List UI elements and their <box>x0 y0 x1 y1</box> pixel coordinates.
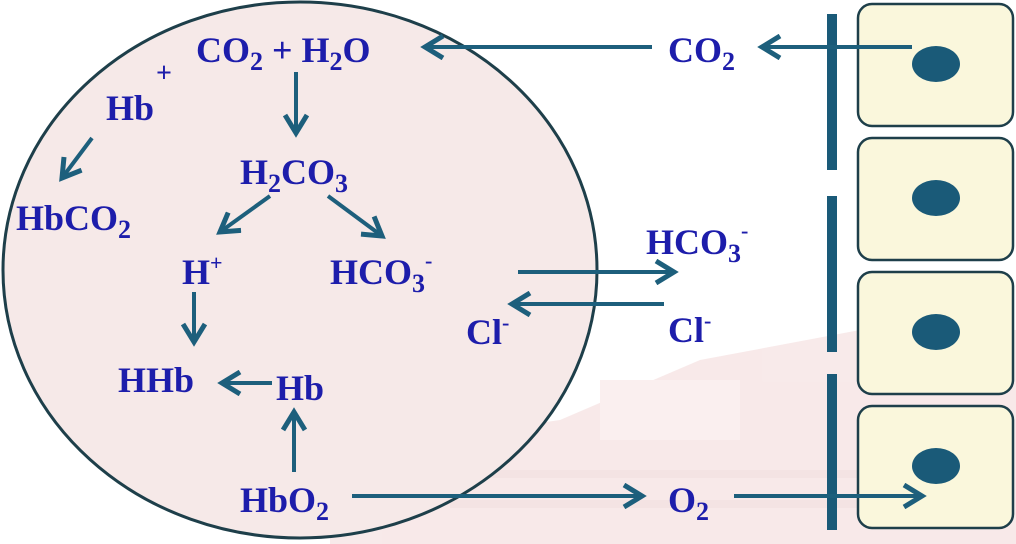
arrow-icon <box>220 194 272 232</box>
hco3-minus-plasma-label: HCO3- <box>646 218 748 268</box>
capillary-wall-segment <box>827 374 837 530</box>
hbco2-label: HbCO2 <box>16 198 131 244</box>
hbo2-label: HbO2 <box>240 480 329 526</box>
arrow-icon <box>326 194 382 236</box>
capillary-wall-segment <box>827 14 837 170</box>
background-building-watermark <box>330 330 1016 544</box>
nucleus-icon <box>912 314 960 350</box>
co2-plasma-label: CO2 <box>668 30 735 76</box>
o2-plasma-label: O2 <box>668 480 709 526</box>
co2-plus-h2o-label: CO2 + H2O <box>196 30 371 76</box>
h2co3-label: H2CO3 <box>240 152 348 198</box>
nucleus-icon <box>912 180 960 216</box>
arrow-icon <box>62 136 94 178</box>
red-blood-cell <box>1 0 599 540</box>
tissue-cells <box>856 2 1015 530</box>
nucleus-icon <box>912 448 960 484</box>
h-plus-label: H+ <box>182 250 223 292</box>
capillary-wall <box>827 14 837 530</box>
cl-minus-rbc-label: Cl- <box>466 310 509 352</box>
arrows <box>62 47 922 496</box>
hco3-minus-rbc-label: HCO3- <box>330 248 432 298</box>
nucleus-icon <box>912 46 960 82</box>
hb-plus-label: Hb+ <box>106 58 172 128</box>
capillary-wall-segment <box>827 196 837 352</box>
hb-label: Hb <box>276 368 324 408</box>
hhb-label: HHb <box>118 360 194 400</box>
cl-minus-plasma-label: Cl- <box>668 308 711 350</box>
